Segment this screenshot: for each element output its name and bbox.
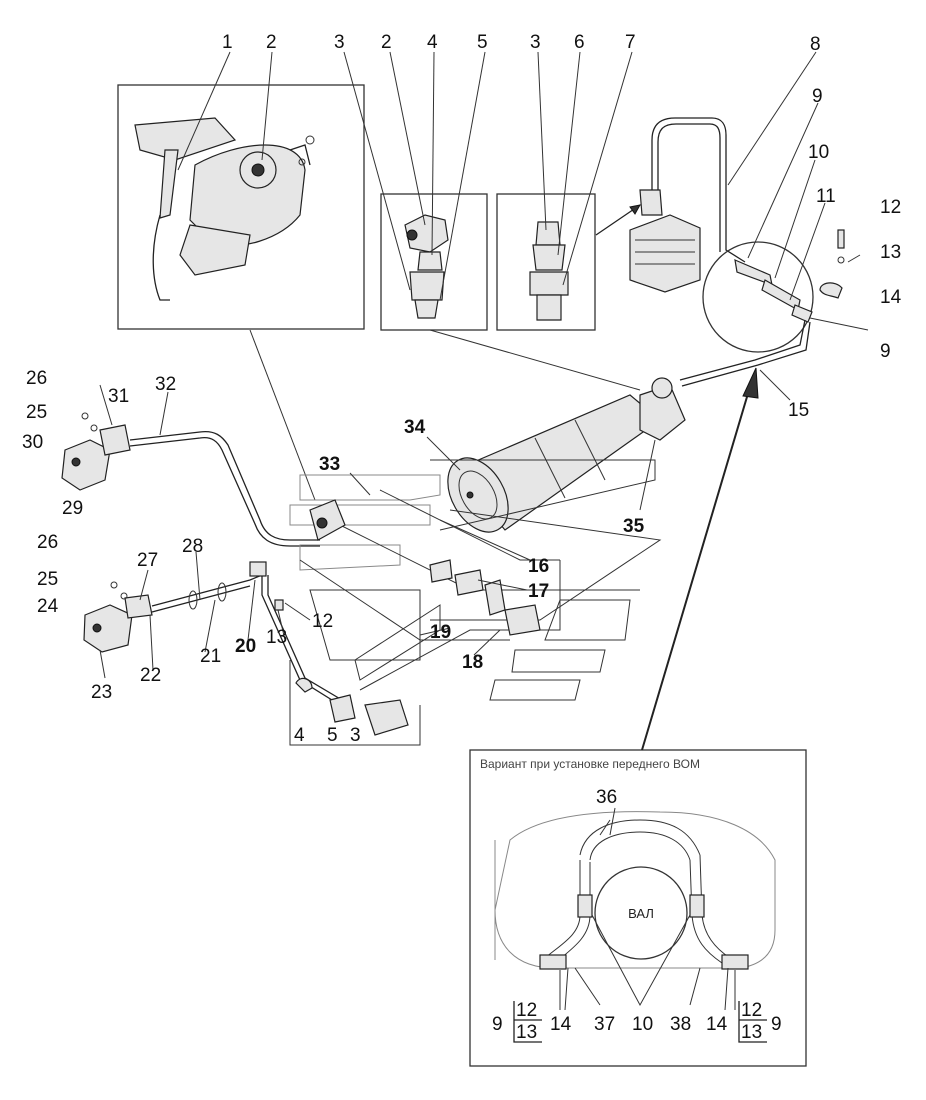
label-15: 15 <box>788 400 809 421</box>
trailer-valve-lower <box>83 574 263 653</box>
fitting-detail-box <box>496 193 596 331</box>
label-24: 24 <box>37 596 59 617</box>
label-6: 6 <box>574 32 585 53</box>
label-9: 9 <box>812 86 823 107</box>
label-13: 13 <box>516 1022 537 1043</box>
label-30: 30 <box>22 432 43 453</box>
label-25: 25 <box>37 569 58 590</box>
brake-valve-detail-box <box>117 84 365 330</box>
label-27: 27 <box>137 550 158 571</box>
label-3: 3 <box>530 32 541 53</box>
label-19: 19 <box>430 622 451 643</box>
label-11: 11 <box>816 186 836 207</box>
compressor <box>629 189 701 293</box>
trailer-valve-upper <box>61 412 320 547</box>
label-34: 34 <box>404 417 426 438</box>
label-9: 9 <box>771 1014 782 1035</box>
label-12: 12 <box>312 611 333 632</box>
front-pto-variant-inset: Вариант при установке переднего ВОМ ВАЛ <box>469 749 807 1067</box>
label-14: 14 <box>880 287 902 308</box>
label-13: 13 <box>266 627 287 648</box>
label-4: 4 <box>427 32 438 53</box>
label-17: 17 <box>528 581 549 602</box>
label-2: 2 <box>266 32 277 53</box>
label-12: 12 <box>741 1000 762 1021</box>
label-21: 21 <box>200 646 221 667</box>
label-26: 26 <box>37 532 58 553</box>
fastener-set <box>819 229 845 299</box>
label-14: 14 <box>550 1014 572 1035</box>
label-3: 3 <box>334 32 345 53</box>
label-20: 20 <box>235 636 256 657</box>
label-4: 4 <box>294 725 305 746</box>
label-13: 13 <box>741 1022 762 1043</box>
label-31: 31 <box>108 386 129 407</box>
label-5: 5 <box>327 725 338 746</box>
leader-lines <box>99 51 869 836</box>
label-1: 1 <box>222 32 233 53</box>
label-16: 16 <box>528 556 549 577</box>
lower-fitting-detail <box>289 660 421 746</box>
label-33: 33 <box>319 454 340 475</box>
label-37: 37 <box>594 1014 615 1035</box>
connector-detail-circle <box>679 241 814 387</box>
label-36: 36 <box>596 787 617 808</box>
label-12: 12 <box>516 1000 537 1021</box>
label-35: 35 <box>623 516 645 537</box>
label-7: 7 <box>625 32 636 53</box>
label-5: 5 <box>477 32 488 53</box>
label-32: 32 <box>155 374 176 395</box>
label-26: 26 <box>26 368 47 389</box>
label-8: 8 <box>810 34 821 55</box>
label-14: 14 <box>706 1014 728 1035</box>
shaft-label: ВАЛ <box>628 906 654 921</box>
label-29: 29 <box>62 498 83 519</box>
label-38: 38 <box>670 1014 691 1035</box>
valve-detail-box <box>380 193 488 331</box>
air-receiver-tank <box>447 377 686 533</box>
label-9: 9 <box>492 1014 503 1035</box>
part-labels: 1 2 3 2 4 5 3 6 7 8 9 10 11 12 13 14 9 1… <box>22 32 902 1043</box>
label-25: 25 <box>26 402 47 423</box>
label-23: 23 <box>91 682 112 703</box>
label-9: 9 <box>880 341 891 362</box>
label-22: 22 <box>140 665 161 686</box>
pipe-network <box>249 459 662 706</box>
inset-caption: Вариант при установке переднего ВОМ <box>480 757 700 771</box>
label-18: 18 <box>462 652 483 673</box>
label-10: 10 <box>632 1014 653 1035</box>
label-3: 3 <box>350 725 361 746</box>
label-10: 10 <box>808 142 829 163</box>
label-2: 2 <box>381 32 392 53</box>
label-13: 13 <box>880 242 901 263</box>
label-28: 28 <box>182 536 203 557</box>
label-12: 12 <box>880 197 901 218</box>
